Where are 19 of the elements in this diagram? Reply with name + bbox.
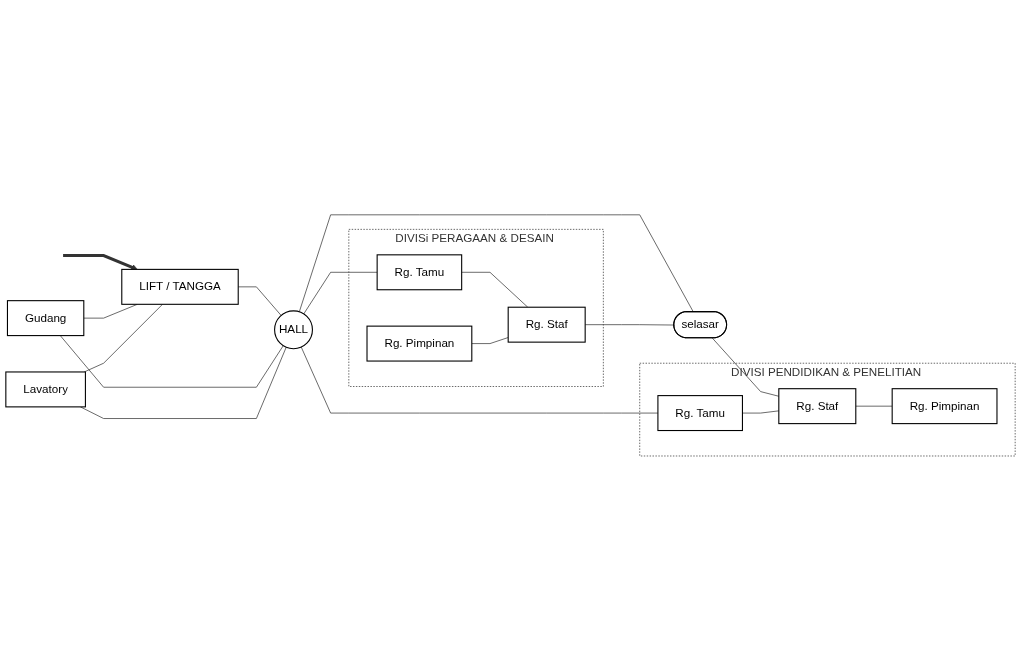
- connector: [471, 337, 509, 345]
- node-box: Rg. Tamu: [376, 254, 463, 291]
- connector: [461, 272, 529, 308]
- node-circle: HALL: [274, 310, 313, 350]
- node-box: Rg. Staf: [507, 306, 586, 343]
- node-box: Rg. Staf: [778, 388, 857, 425]
- connector: [80, 346, 287, 419]
- connector: [298, 214, 694, 313]
- connector: [83, 304, 163, 373]
- arrow: [63, 254, 138, 271]
- connector: [59, 335, 284, 388]
- connector: [303, 272, 378, 315]
- node-box: LIFT / TANGGA: [121, 268, 239, 305]
- connector: [855, 405, 893, 407]
- node-box: Gudang: [6, 300, 85, 337]
- node-box: Rg. Tamu: [657, 395, 743, 432]
- node-box: Lavatory: [5, 371, 86, 408]
- node-box: Rg. Pimpinan: [891, 388, 998, 425]
- node-box: Rg. Pimpinan: [366, 325, 473, 362]
